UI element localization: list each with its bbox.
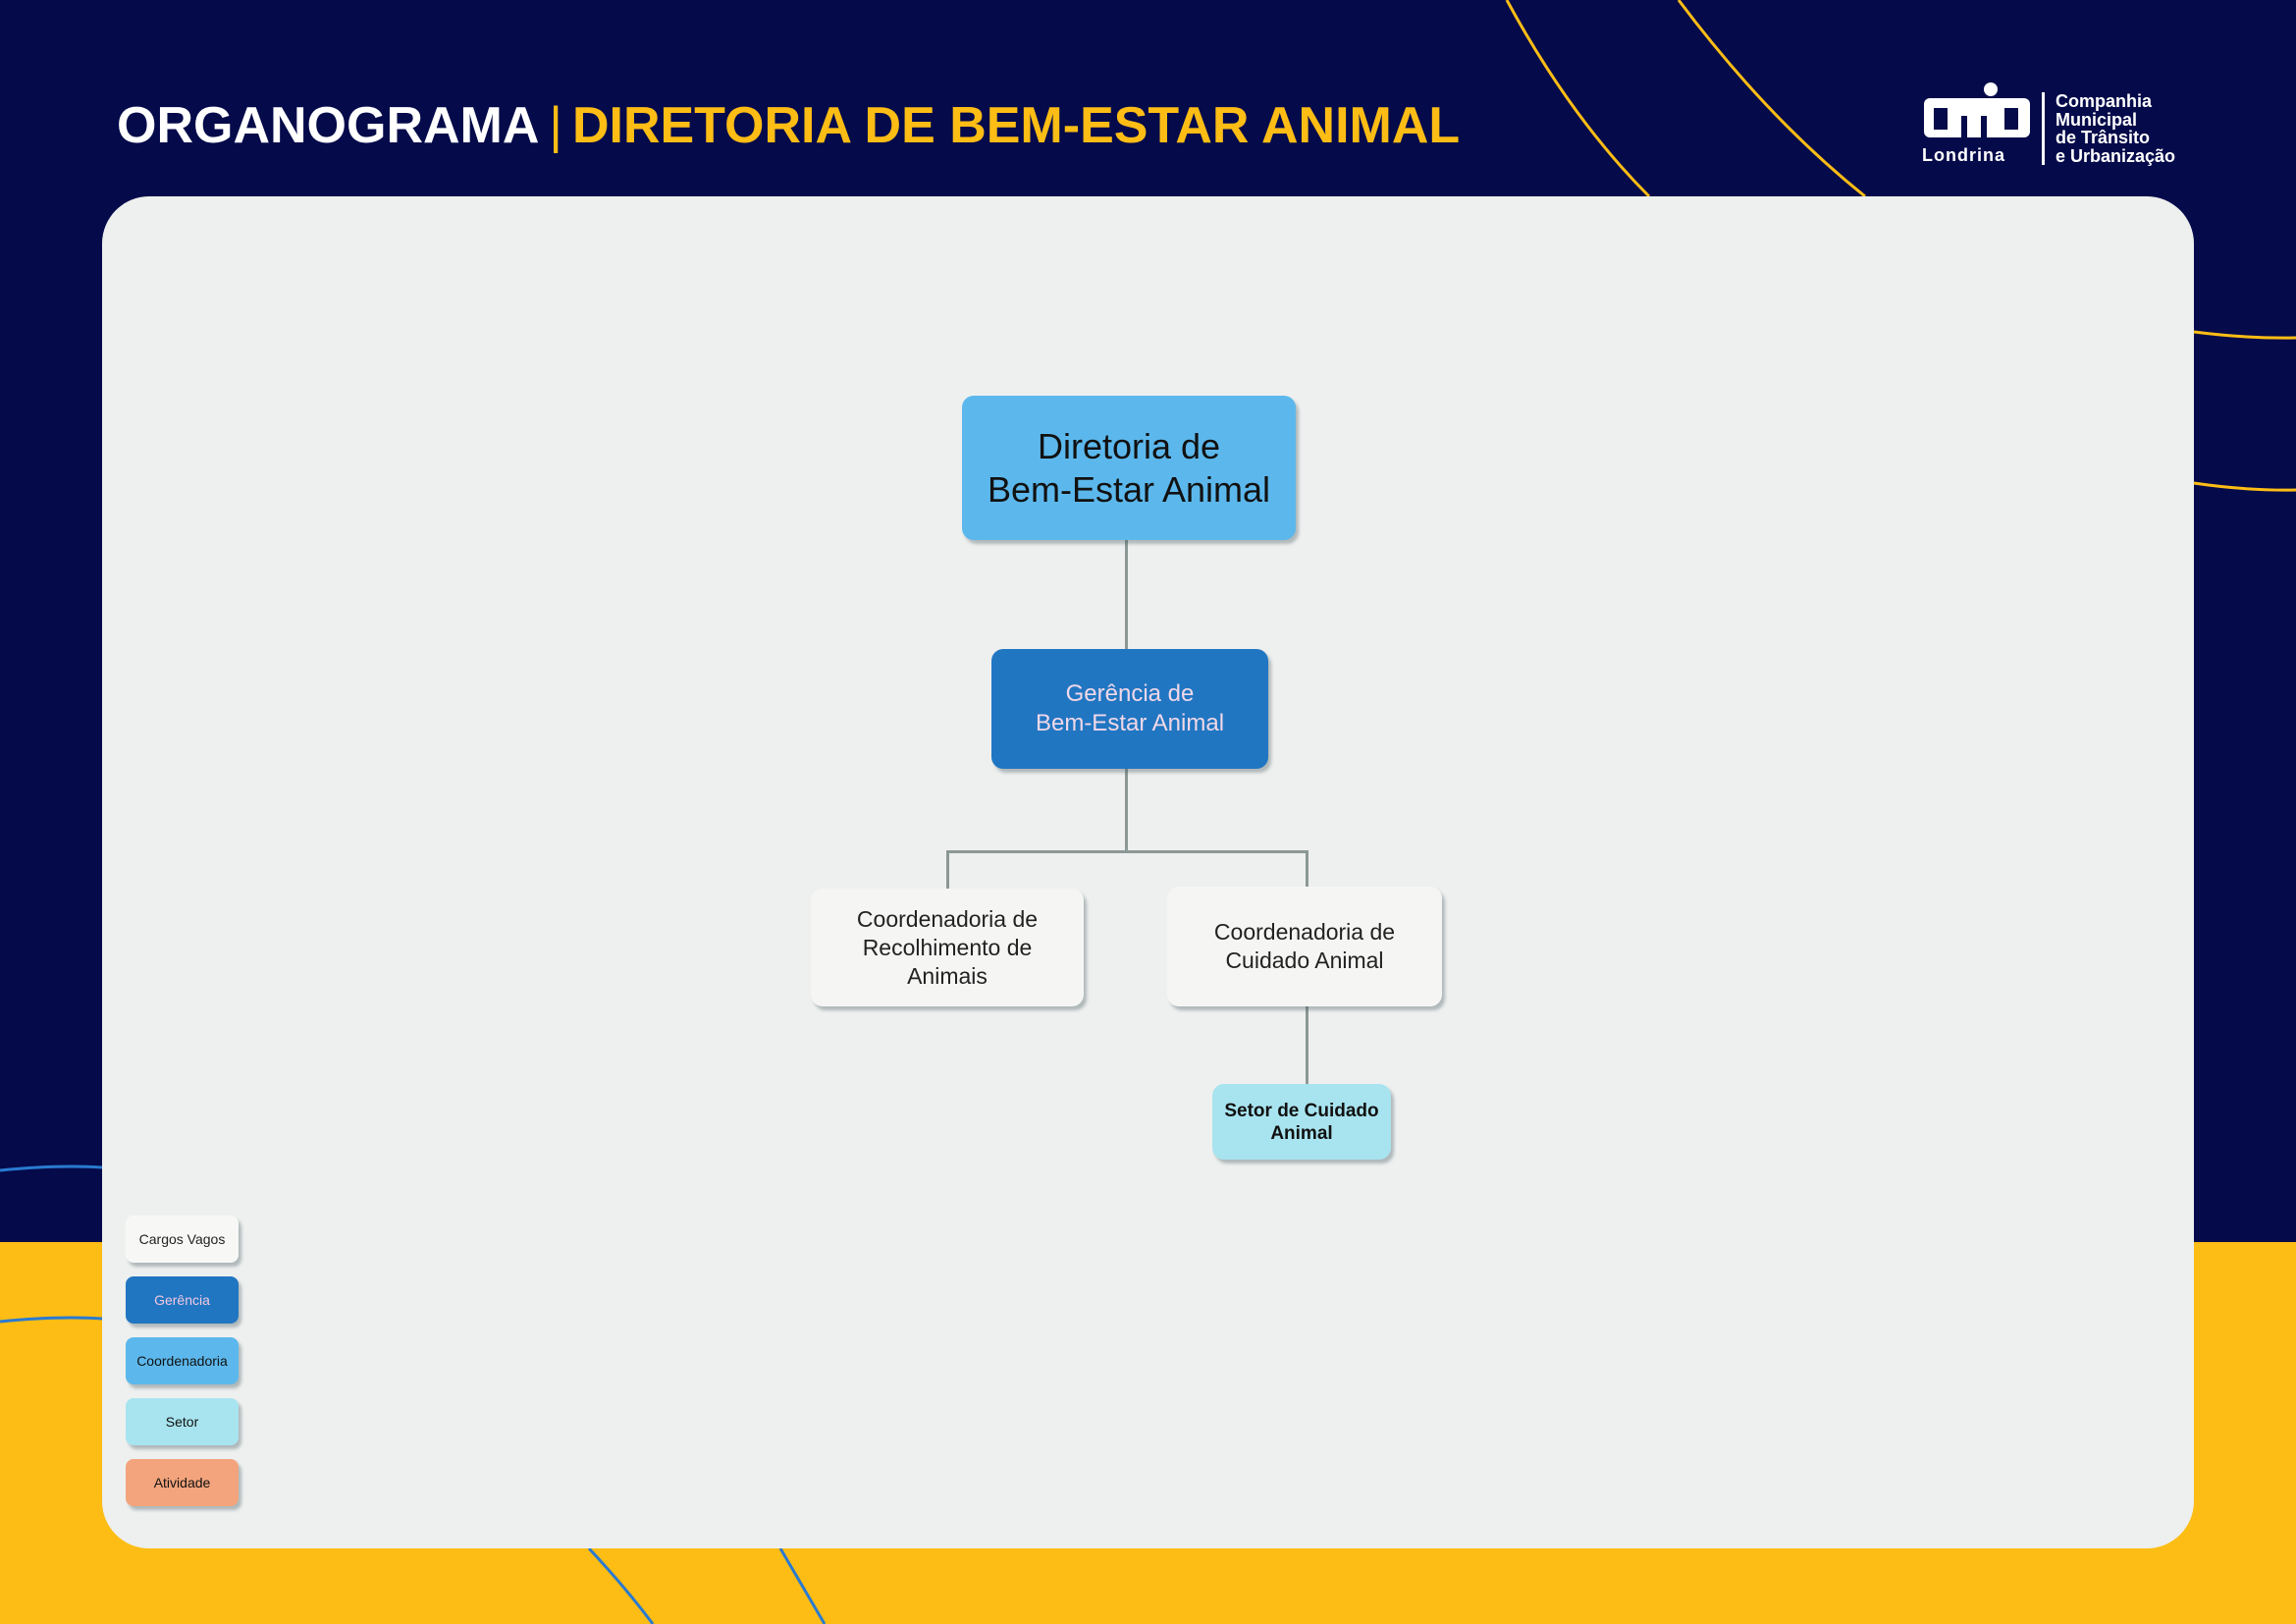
- title-main: DIRETORIA DE BEM-ESTAR ANIMAL: [571, 97, 1461, 154]
- page-title: ORGANOGRAMA|DIRETORIA DE BEM-ESTAR ANIMA…: [117, 96, 1460, 155]
- node-label: Cuidado Animal: [1225, 947, 1384, 973]
- connector: [1306, 850, 1308, 888]
- node-label: Animal: [1270, 1122, 1333, 1144]
- node-diretoria[interactable]: Diretoria de Bem-Estar Animal: [962, 396, 1296, 540]
- connector: [1125, 540, 1128, 649]
- node-label: Bem-Estar Animal: [1035, 710, 1225, 736]
- legend-label: Coordenadoria: [136, 1353, 228, 1369]
- node-label: Coordenadoria de: [856, 905, 1039, 932]
- node-setor-cuidado[interactable]: Setor de Cuidado Animal: [1212, 1084, 1391, 1160]
- connector: [1125, 769, 1128, 852]
- node-gerencia[interactable]: Gerência de Bem-Estar Animal: [991, 649, 1268, 769]
- legend-label: Atividade: [153, 1475, 211, 1490]
- cmtu-logo-mark-icon: [1924, 82, 2030, 137]
- connector: [1306, 1006, 1308, 1085]
- logo-line: Municipal: [2056, 109, 2138, 130]
- title-separator: |: [549, 97, 562, 154]
- node-label: Gerência de: [1065, 680, 1195, 707]
- logo-line: Companhia: [2056, 91, 2153, 111]
- connector: [946, 850, 949, 890]
- node-label: Diretoria de: [1037, 425, 1221, 466]
- legend-gerencia: Gerência: [126, 1276, 239, 1324]
- logo-line: de Trânsito: [2056, 128, 2151, 147]
- cmtu-logo: Londrina Companhia Municipal de Trânsito…: [1922, 81, 2197, 169]
- connector: [946, 850, 1308, 853]
- node-label: Coordenadoria de: [1213, 919, 1396, 945]
- legend-coordenadoria: Coordenadoria: [126, 1337, 239, 1384]
- logo-text: Companhia Municipal de Trânsito e Urbani…: [2056, 92, 2175, 165]
- node-label: Bem-Estar Animal: [987, 468, 1271, 510]
- legend-atividade: Atividade: [126, 1459, 239, 1506]
- node-coordenadoria-recolhimento[interactable]: Coordenadoria de Recolhimento de Animais: [811, 889, 1084, 1006]
- node-label: Recolhimento de: [862, 934, 1033, 960]
- legend-label: Gerência: [154, 1292, 210, 1308]
- legend-setor: Setor: [126, 1398, 239, 1445]
- node-label: Animais: [907, 962, 988, 989]
- title-prefix: ORGANOGRAMA: [117, 97, 540, 154]
- legend-label: Cargos Vagos: [138, 1231, 226, 1247]
- logo-divider: [2042, 92, 2045, 165]
- legend-cargos-vagos: Cargos Vagos: [126, 1216, 239, 1263]
- legend-label: Setor: [165, 1414, 199, 1430]
- logo-city: Londrina: [1922, 145, 2005, 165]
- node-label: Setor de Cuidado: [1224, 1100, 1379, 1121]
- node-coordenadoria-cuidado[interactable]: Coordenadoria de Cuidado Animal: [1167, 887, 1442, 1006]
- logo-line: e Urbanização: [2056, 145, 2176, 166]
